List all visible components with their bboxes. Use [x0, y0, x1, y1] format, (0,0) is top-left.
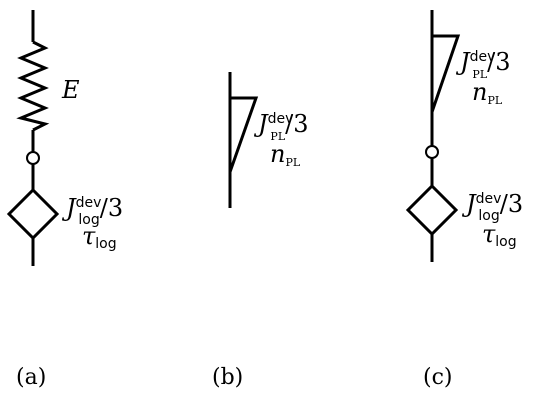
panel-a-caption: (a)	[16, 365, 46, 390]
spring-label: E	[61, 76, 80, 104]
spring-element	[16, 40, 50, 132]
junction-node	[425, 145, 439, 159]
log-time-label: τlog	[482, 220, 517, 250]
power-law-exponent-label: nPL	[270, 140, 301, 169]
power-law-exponent-label: nPL	[472, 78, 503, 107]
panel-c-caption: (c)	[423, 365, 453, 390]
junction-node	[26, 151, 40, 165]
power-law-element	[228, 96, 259, 173]
log-element-diamond	[405, 183, 459, 237]
panel-b-caption: (b)	[212, 365, 243, 390]
log-element-diamond	[6, 187, 60, 241]
power-law-element	[430, 34, 461, 113]
log-time-label: τlog	[82, 222, 117, 252]
